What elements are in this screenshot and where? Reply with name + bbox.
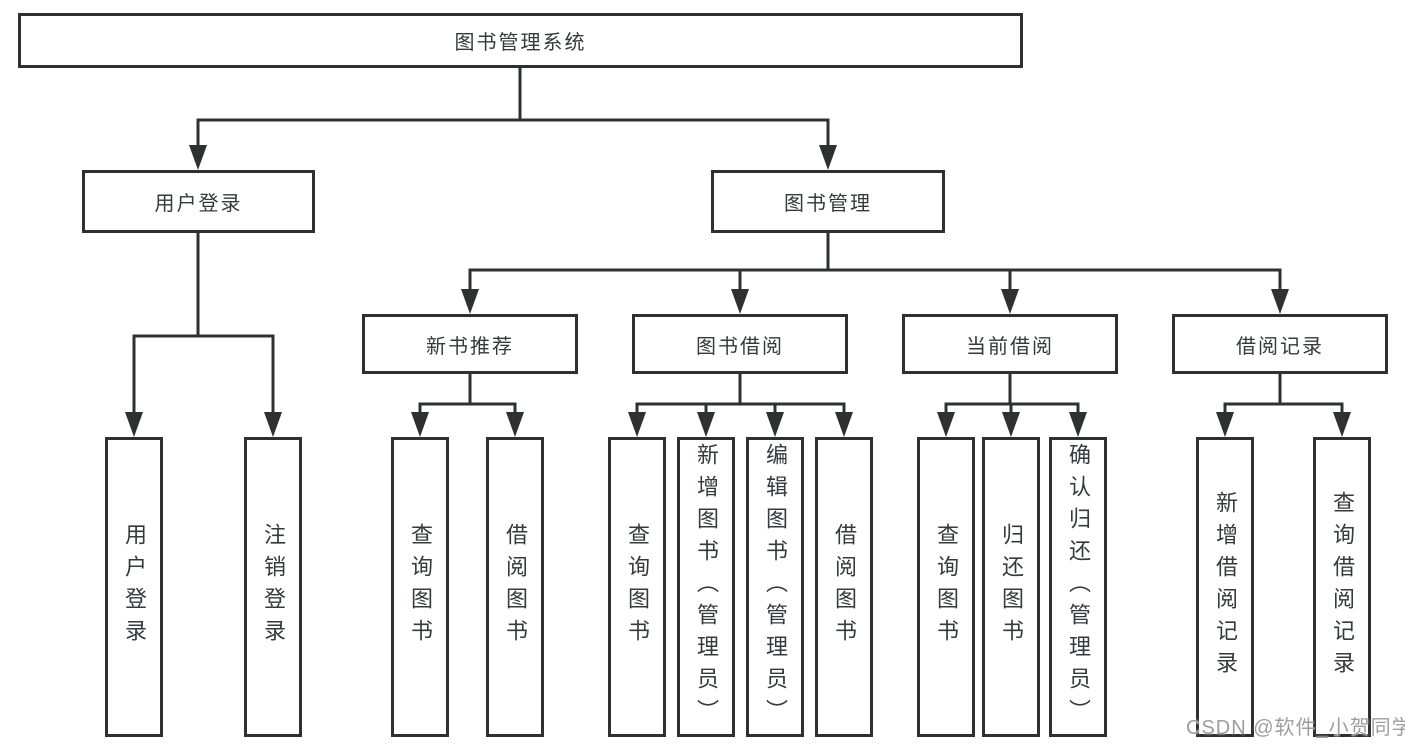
leaf-add-borrow-record-label: 新增借阅记录	[1213, 491, 1238, 683]
leaf-user-login: 用户登录	[105, 437, 163, 737]
node-book-management-label: 图书管理	[784, 193, 872, 215]
leaf-edit-book-admin: 编辑图书（管理员）	[746, 437, 804, 737]
leaf-query-borrow-record: 查询借阅记录	[1313, 437, 1371, 737]
leaf-edit-book-admin-label: 编辑图书（管理员）	[763, 443, 788, 731]
leaf-query-books-borrow: 查询图书	[608, 437, 666, 737]
node-root: 图书管理系统	[18, 13, 1023, 68]
watermark: CSDN @软件_小贺同学	[1186, 717, 1405, 739]
leaf-borrow-books-label: 借阅图书	[832, 523, 857, 651]
node-current-borrowing: 当前借阅	[902, 314, 1118, 374]
leaf-add-book-admin: 新增图书（管理员）	[677, 437, 735, 737]
node-new-book-recommend-label: 新书推荐	[426, 335, 514, 358]
leaf-logout-label: 注销登录	[261, 523, 286, 651]
node-book-management: 图书管理	[711, 170, 945, 233]
leaf-query-books-current-label: 查询图书	[934, 523, 959, 651]
node-book-borrowing: 图书借阅	[632, 314, 848, 374]
leaf-add-borrow-record: 新增借阅记录	[1196, 437, 1254, 737]
leaf-query-books-borrow-label: 查询图书	[625, 523, 650, 651]
node-borrowing-records-label: 借阅记录	[1236, 335, 1324, 358]
node-user-login: 用户登录	[82, 170, 315, 233]
leaf-query-borrow-record-label: 查询借阅记录	[1330, 491, 1355, 683]
node-new-book-recommend: 新书推荐	[362, 314, 578, 374]
leaf-return-books-label: 归还图书	[999, 523, 1024, 651]
leaf-add-book-admin-label: 新增图书（管理员）	[694, 443, 719, 731]
leaf-user-login-label: 用户登录	[122, 523, 147, 651]
node-user-login-label: 用户登录	[154, 193, 243, 215]
leaf-borrow-books-recommend-label: 借阅图书	[503, 523, 528, 651]
leaf-query-books-recommend-label: 查询图书	[408, 523, 433, 651]
node-borrowing-records: 借阅记录	[1172, 314, 1388, 374]
leaf-logout: 注销登录	[244, 437, 302, 737]
leaf-query-books-current: 查询图书	[917, 437, 975, 737]
leaf-borrow-books: 借阅图书	[815, 437, 873, 737]
leaf-confirm-return-admin-label: 确认归还（管理员）	[1066, 443, 1091, 731]
leaf-query-books-recommend: 查询图书	[391, 437, 449, 737]
leaf-return-books: 归还图书	[982, 437, 1040, 737]
leaf-borrow-books-recommend: 借阅图书	[486, 437, 544, 737]
node-root-label: 图书管理系统	[454, 32, 587, 54]
node-book-borrowing-label: 图书借阅	[696, 335, 784, 358]
node-current-borrowing-label: 当前借阅	[966, 335, 1054, 358]
leaf-confirm-return-admin: 确认归还（管理员）	[1049, 437, 1107, 737]
